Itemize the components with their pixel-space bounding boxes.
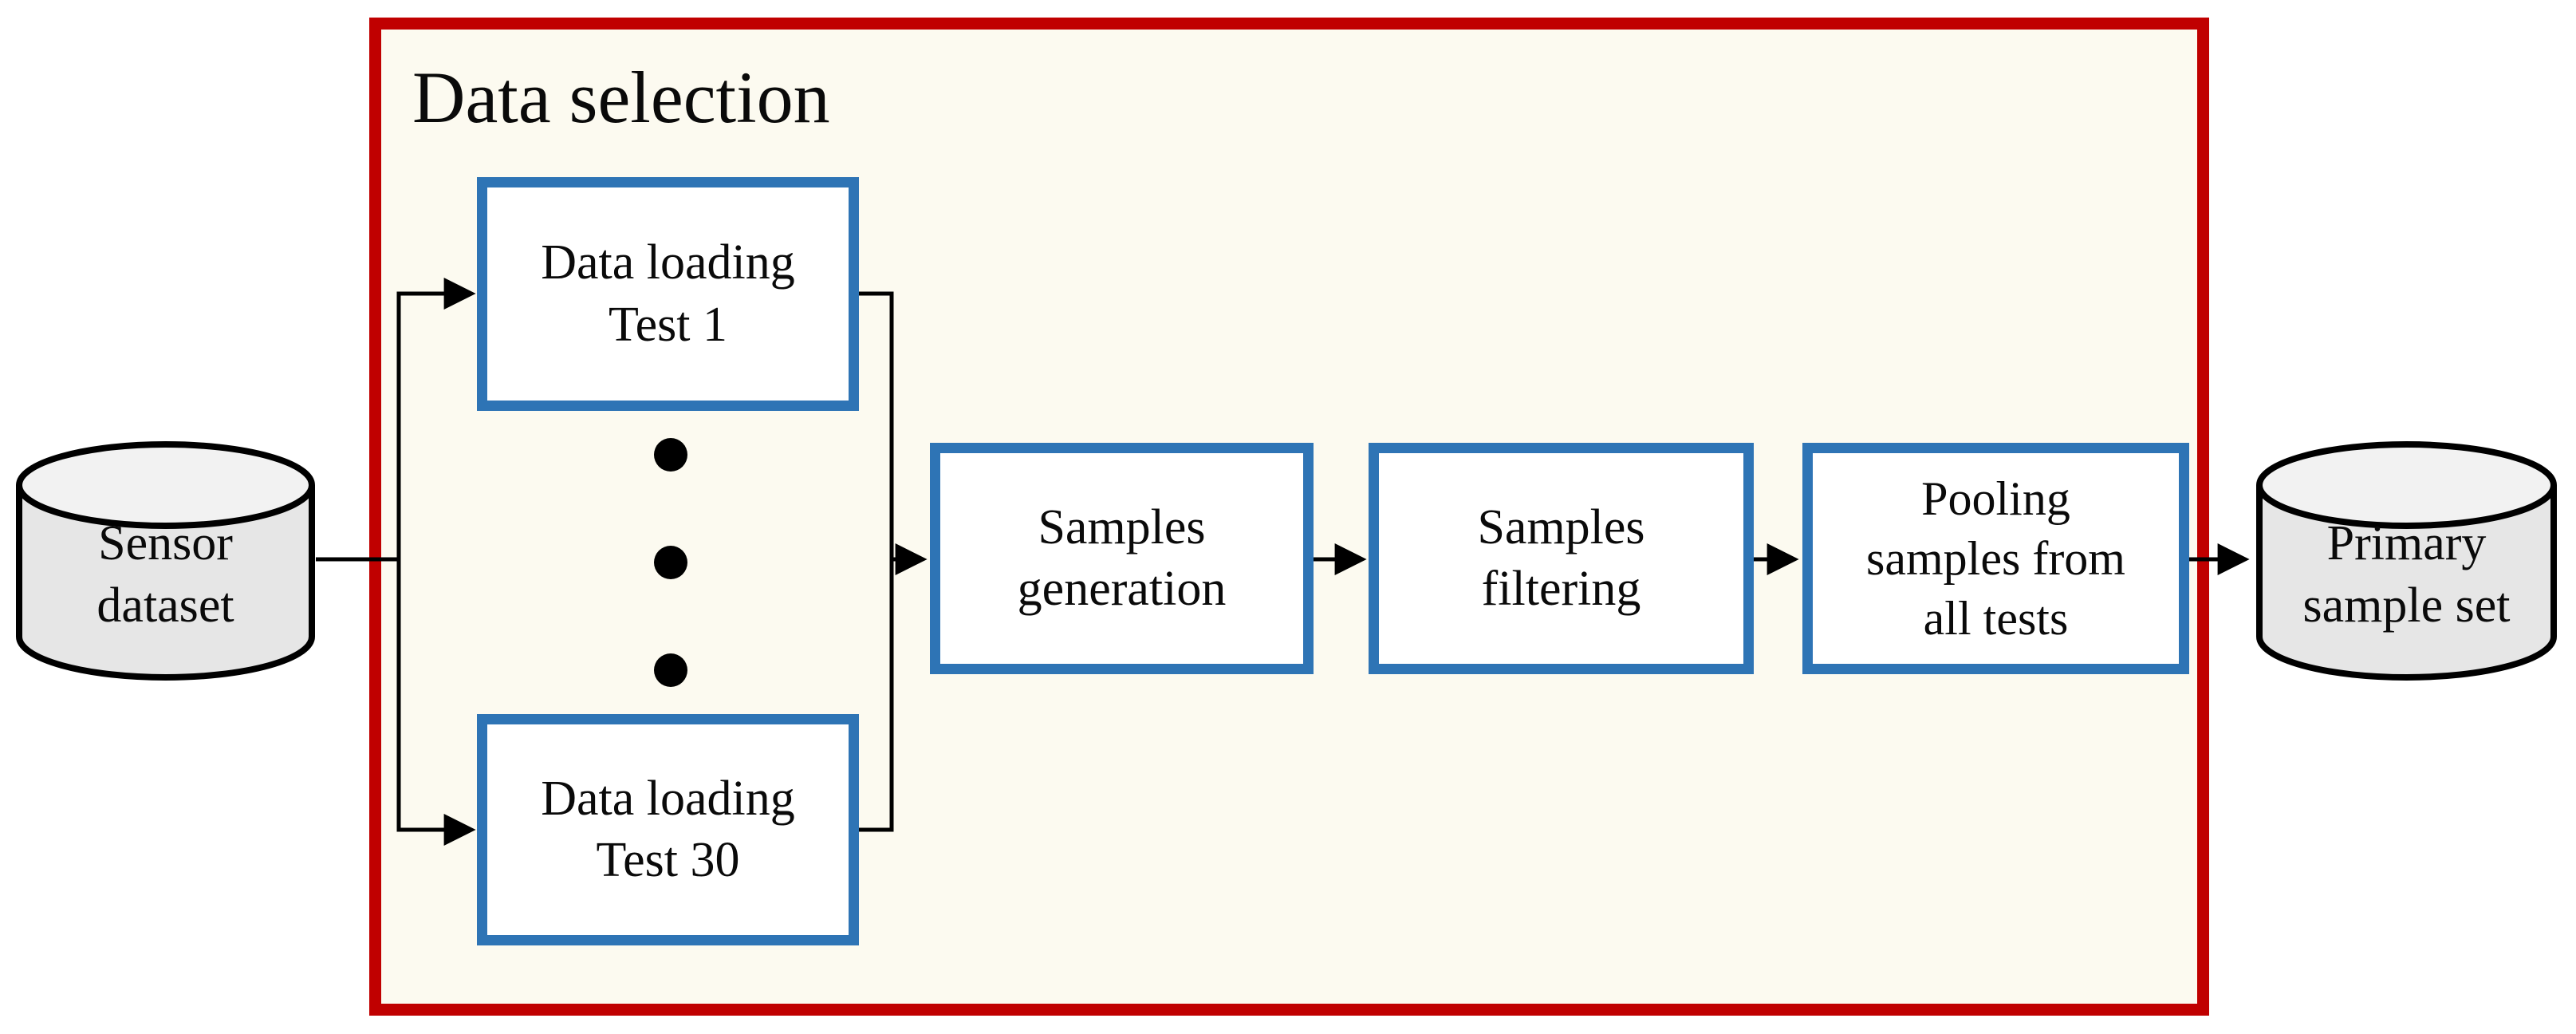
node-pooling-samples: Pooling samples from all tests	[1802, 443, 2189, 674]
samples-filtering-label: Samples filtering	[1477, 499, 1645, 617]
node-data-loading-test-1: Data loading Test 1	[477, 177, 859, 411]
node-samples-generation: Samples generation	[930, 443, 1314, 674]
data-loading-test-1-label: Data loading Test 1	[541, 235, 795, 352]
sensor-dataset-label: Sensor dataset	[97, 516, 234, 633]
node-data-loading-test-30: Data loading Test 30	[477, 714, 859, 945]
primary-sample-set-label: Primary sample set	[2302, 516, 2511, 633]
data-loading-test-30-label: Data loading Test 30	[541, 771, 795, 888]
database-icon	[2256, 441, 2557, 681]
primary-sample-set-cylinder: Primary sample set	[2255, 439, 2558, 684]
node-samples-filtering: Samples filtering	[1369, 443, 1754, 674]
database-icon	[16, 441, 315, 681]
sensor-dataset-cylinder: Sensor dataset	[14, 439, 317, 684]
frame-title: Data selection	[412, 57, 830, 138]
pooling-samples-label: Pooling samples from all tests	[1866, 472, 2125, 645]
samples-generation-label: Samples generation	[1017, 499, 1227, 617]
